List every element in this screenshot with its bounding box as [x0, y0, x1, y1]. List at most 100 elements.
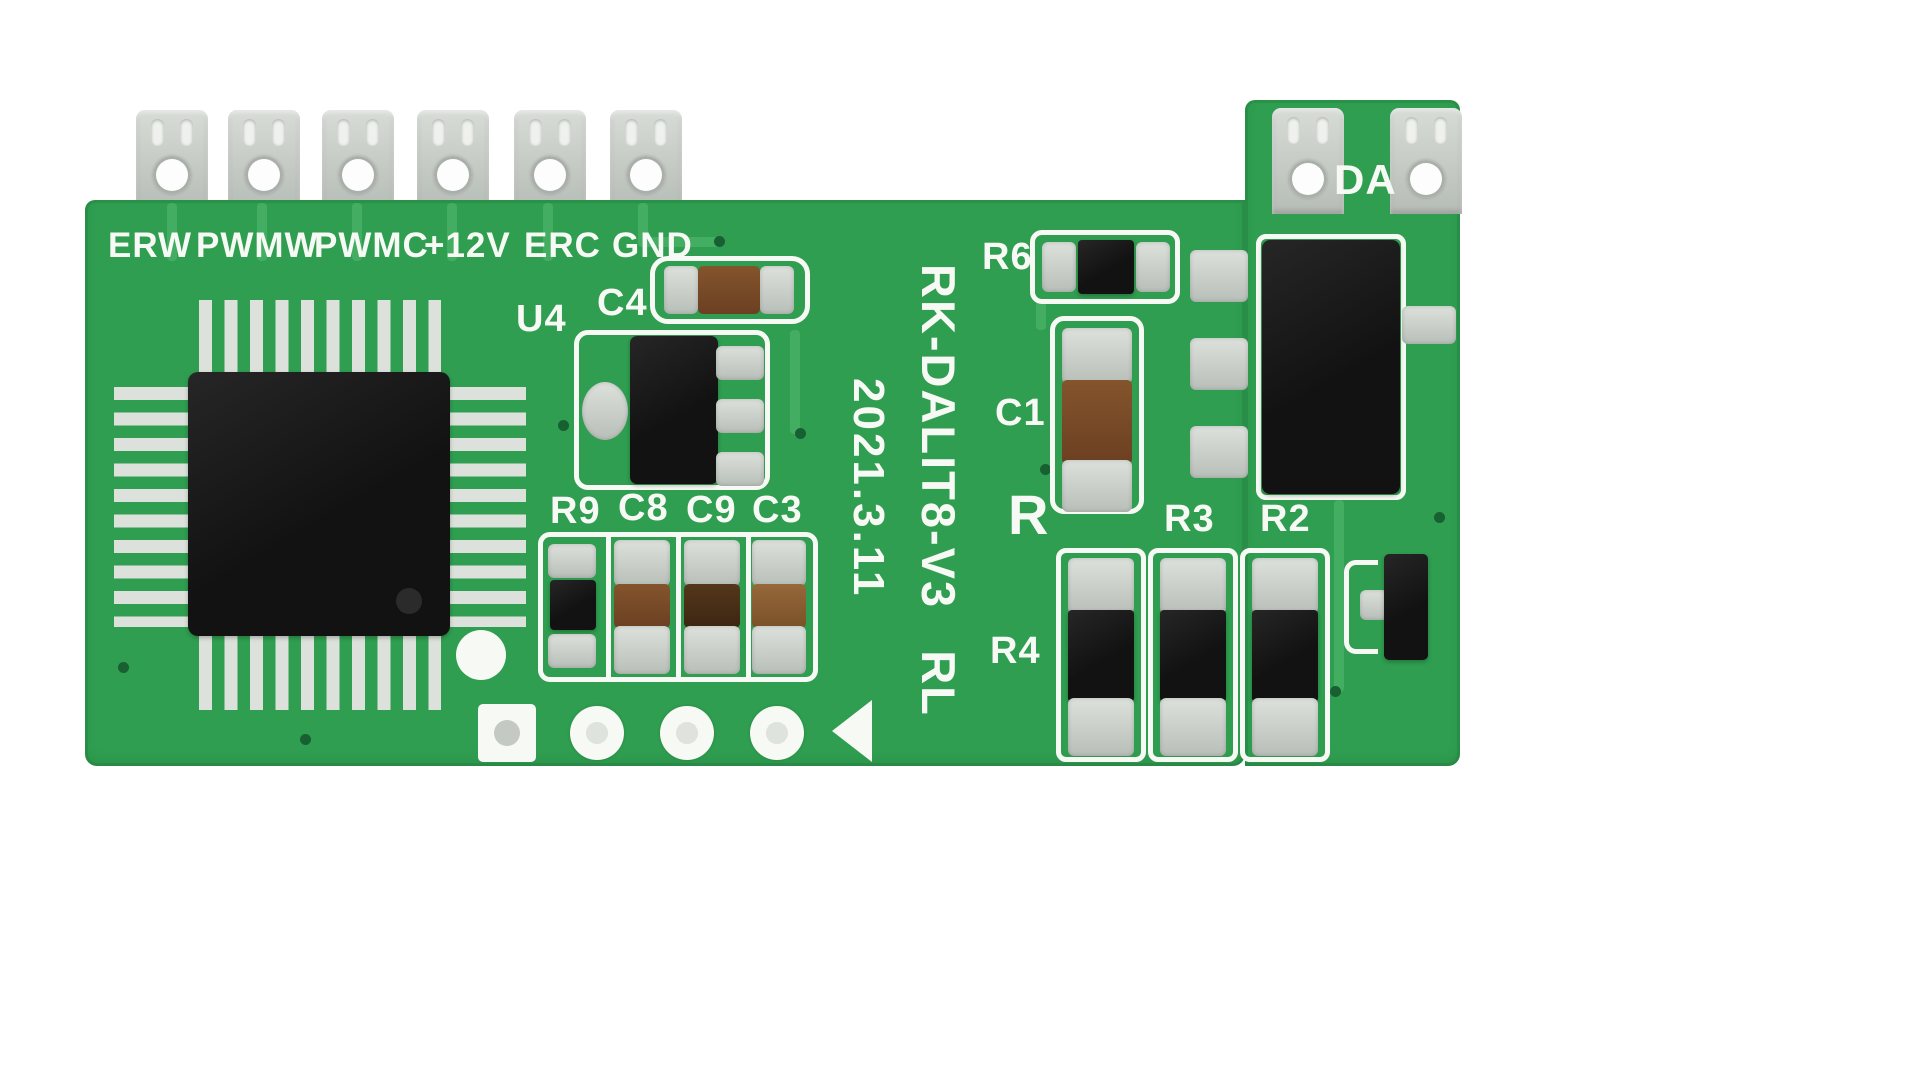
through-hole — [570, 706, 624, 760]
fiducial-dot — [456, 630, 506, 680]
terminal-hole — [1407, 160, 1445, 198]
r6-pad — [1042, 242, 1076, 292]
trace — [352, 203, 362, 261]
solder-pad — [1190, 250, 1248, 302]
mounting-pad — [478, 704, 536, 762]
resistor-r2-pad — [1252, 558, 1318, 614]
terminal-hole — [245, 156, 283, 194]
c9-end-cap — [684, 626, 740, 674]
via-hole — [714, 236, 725, 247]
terminal-hole — [1289, 160, 1327, 198]
terminal-tab-erc — [514, 110, 586, 210]
c8-label: C8 — [618, 487, 669, 529]
terminal-tab-12v — [417, 110, 489, 210]
terminal-tab-da-right — [1390, 108, 1462, 214]
terminal-tab-pwmw — [228, 110, 300, 210]
c3-end-cap — [752, 626, 806, 674]
trace — [1334, 500, 1344, 692]
regulator-tab — [1402, 306, 1456, 344]
diode-pad — [1360, 590, 1388, 620]
r6-label: R6 — [982, 236, 1033, 278]
chip-pin-row-bottom — [199, 634, 441, 710]
r9-label: R9 — [550, 490, 601, 532]
regulator-body — [1262, 240, 1400, 494]
silk-divider — [746, 537, 751, 677]
model-marking: RK-DALIT8-V3 RL — [912, 264, 965, 717]
trace — [1036, 300, 1046, 330]
via-hole — [558, 420, 569, 431]
trace — [167, 203, 177, 261]
resistor-r2-body — [1252, 610, 1318, 702]
r4-label: R4 — [990, 630, 1041, 672]
via-hole — [118, 662, 129, 673]
through-hole — [660, 706, 714, 760]
r3-label: R3 — [1164, 498, 1215, 540]
terminal-slot — [654, 119, 667, 146]
resistor-r4-pad — [1068, 698, 1134, 756]
terminal-tab-gnd — [610, 110, 682, 210]
c4-silk-outline — [650, 256, 810, 324]
c9-end-cap — [684, 540, 740, 586]
c8-body — [614, 584, 670, 628]
resistor-r4-pad — [1068, 558, 1134, 614]
terminal-tab-erw — [136, 110, 208, 210]
u4-silk-outline — [574, 330, 770, 490]
c8-end-cap — [614, 626, 670, 674]
c3-end-cap — [752, 540, 806, 586]
passives-silk-outline — [538, 532, 818, 682]
terminal-hole — [627, 156, 665, 194]
terminal-label-pwmc: PWMC — [314, 226, 429, 265]
r-label: R — [1008, 483, 1050, 546]
terminal-hole — [434, 156, 472, 194]
c9-body — [684, 584, 740, 628]
r6-pad — [1136, 242, 1170, 292]
resistor-r3-body — [1160, 610, 1226, 702]
date-marking: 2021.3.11 — [844, 378, 893, 599]
trace — [447, 203, 457, 261]
r6-body — [1078, 240, 1134, 294]
terminal-tab-pwmc — [322, 110, 394, 210]
terminal-slot — [461, 119, 474, 146]
c3-body — [752, 584, 806, 628]
terminal-label-erw: ERW — [108, 226, 193, 265]
regulator-silk-outline — [1256, 234, 1406, 500]
terminal-label-pwmw: PWMW — [196, 226, 319, 265]
c8-end-cap — [614, 540, 670, 586]
resistor-r2-silk-outline — [1240, 548, 1330, 762]
mounting-hole — [494, 720, 520, 746]
silk-divider — [676, 537, 681, 677]
c1-label: C1 — [995, 392, 1046, 434]
terminal-slot — [366, 119, 379, 146]
through-hole — [750, 706, 804, 760]
terminal-slot — [1405, 117, 1418, 144]
u4-pad — [716, 399, 764, 433]
trace — [257, 203, 267, 261]
u4-body — [630, 336, 718, 484]
terminal-slot — [558, 119, 571, 146]
resistor-r3-pad — [1160, 558, 1226, 614]
chip-orientation-dot — [396, 588, 422, 614]
c4-body — [698, 266, 760, 314]
resistor-r2-pad — [1252, 698, 1318, 756]
terminal-label-12v: +12V — [424, 226, 511, 265]
resistor-r4-body — [1068, 610, 1134, 702]
resistor-r4-silk-outline — [1056, 548, 1146, 762]
terminal-slot — [1287, 117, 1300, 144]
c3-label: C3 — [752, 489, 803, 531]
terminal-slot — [1316, 117, 1329, 144]
terminal-slot — [272, 119, 285, 146]
solder-pad — [1190, 426, 1248, 478]
chip-pin-row-right — [450, 387, 526, 627]
c4-label: C4 — [597, 282, 648, 324]
c1-end-cap — [1062, 328, 1132, 384]
resistor-r3-pad — [1160, 698, 1226, 756]
terminal-label-erc: ERC — [524, 226, 601, 265]
terminal-slot — [337, 119, 350, 146]
chip-pin-row-left — [114, 387, 190, 627]
r9-body — [550, 580, 596, 630]
via-hole — [300, 734, 311, 745]
r9-pad — [548, 544, 596, 578]
da-label: DA — [1334, 156, 1397, 203]
terminal-slot — [151, 119, 164, 146]
